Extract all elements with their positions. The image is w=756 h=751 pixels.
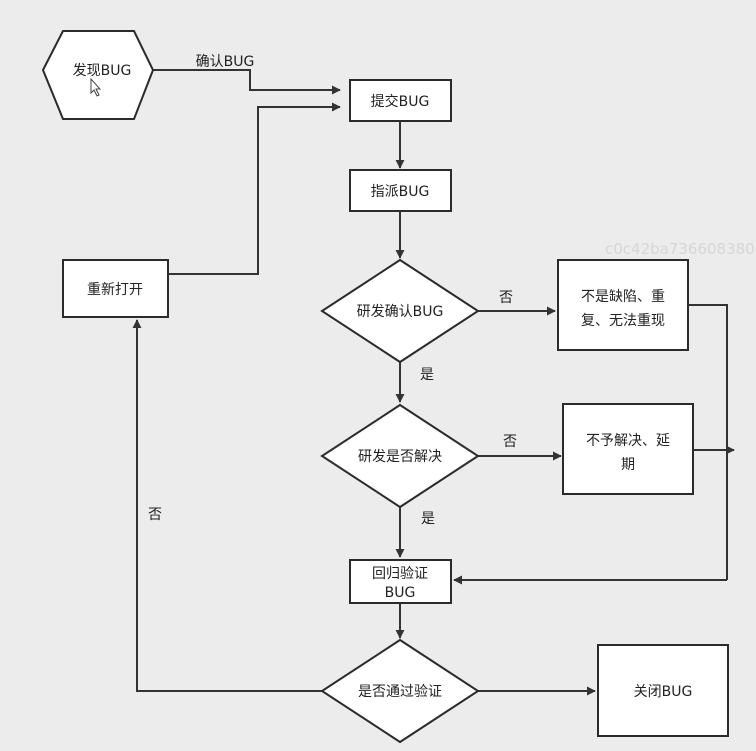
edge-reopen-to-submit <box>168 102 341 275</box>
node-close-bug: 关闭BUG <box>597 644 729 737</box>
edge-label-no-3: 否 <box>148 507 162 523</box>
regression-label-line1: 回归验证 <box>372 565 428 582</box>
no-fix-label-line2: 期 <box>621 457 635 473</box>
node-regression: 回归验证 BUG <box>349 559 452 604</box>
node-submit-bug: 提交BUG <box>349 79 452 122</box>
regression-label-line2: BUG <box>385 585 416 601</box>
not-defect-label-line1: 不是缺陷、重 <box>581 289 665 305</box>
found-bug-label: 发现BUG <box>73 63 132 79</box>
node-dev-resolve: 研发是否解决 <box>320 403 480 509</box>
edge-found-to-submit <box>153 69 341 95</box>
edge-not-defect-side <box>688 304 728 580</box>
close-bug-label: 关闭BUG <box>634 684 693 700</box>
edge-label-yes-1: 是 <box>420 367 434 383</box>
node-assign-bug: 指派BUG <box>349 169 452 212</box>
mouse-cursor-icon <box>90 77 102 97</box>
submit-bug-label: 提交BUG <box>371 93 430 110</box>
dev-confirm-label: 研发确认BUG <box>357 304 444 320</box>
node-dev-confirm: 研发确认BUG <box>320 258 480 364</box>
pass-check-label: 是否通过验证 <box>358 684 442 700</box>
node-not-defect: 不是缺陷、重 复、无法重现 <box>557 259 689 351</box>
dev-resolve-label: 研发是否解决 <box>358 449 442 465</box>
assign-bug-label: 指派BUG <box>371 184 430 200</box>
edge-label-no-2: 否 <box>503 434 517 450</box>
no-fix-label-line1: 不予解决、延 <box>586 433 670 449</box>
node-reopen: 重新打开 <box>62 259 169 318</box>
node-pass-check: 是否通过验证 <box>320 638 480 744</box>
edge-label-yes-2: 是 <box>421 511 435 527</box>
edge-label-confirm-bug: 确认BUG <box>196 54 255 70</box>
node-no-fix: 不予解决、延 期 <box>562 403 694 495</box>
node-found-bug: 发现BUG <box>41 30 155 120</box>
edge-label-no-1: 否 <box>499 290 513 306</box>
reopen-label: 重新打开 <box>87 281 143 298</box>
watermark-text: c0c42ba736608380c8e <box>605 240 756 258</box>
edge-check-to-reopen <box>132 319 322 692</box>
not-defect-label-line2: 复、无法重现 <box>581 312 665 329</box>
